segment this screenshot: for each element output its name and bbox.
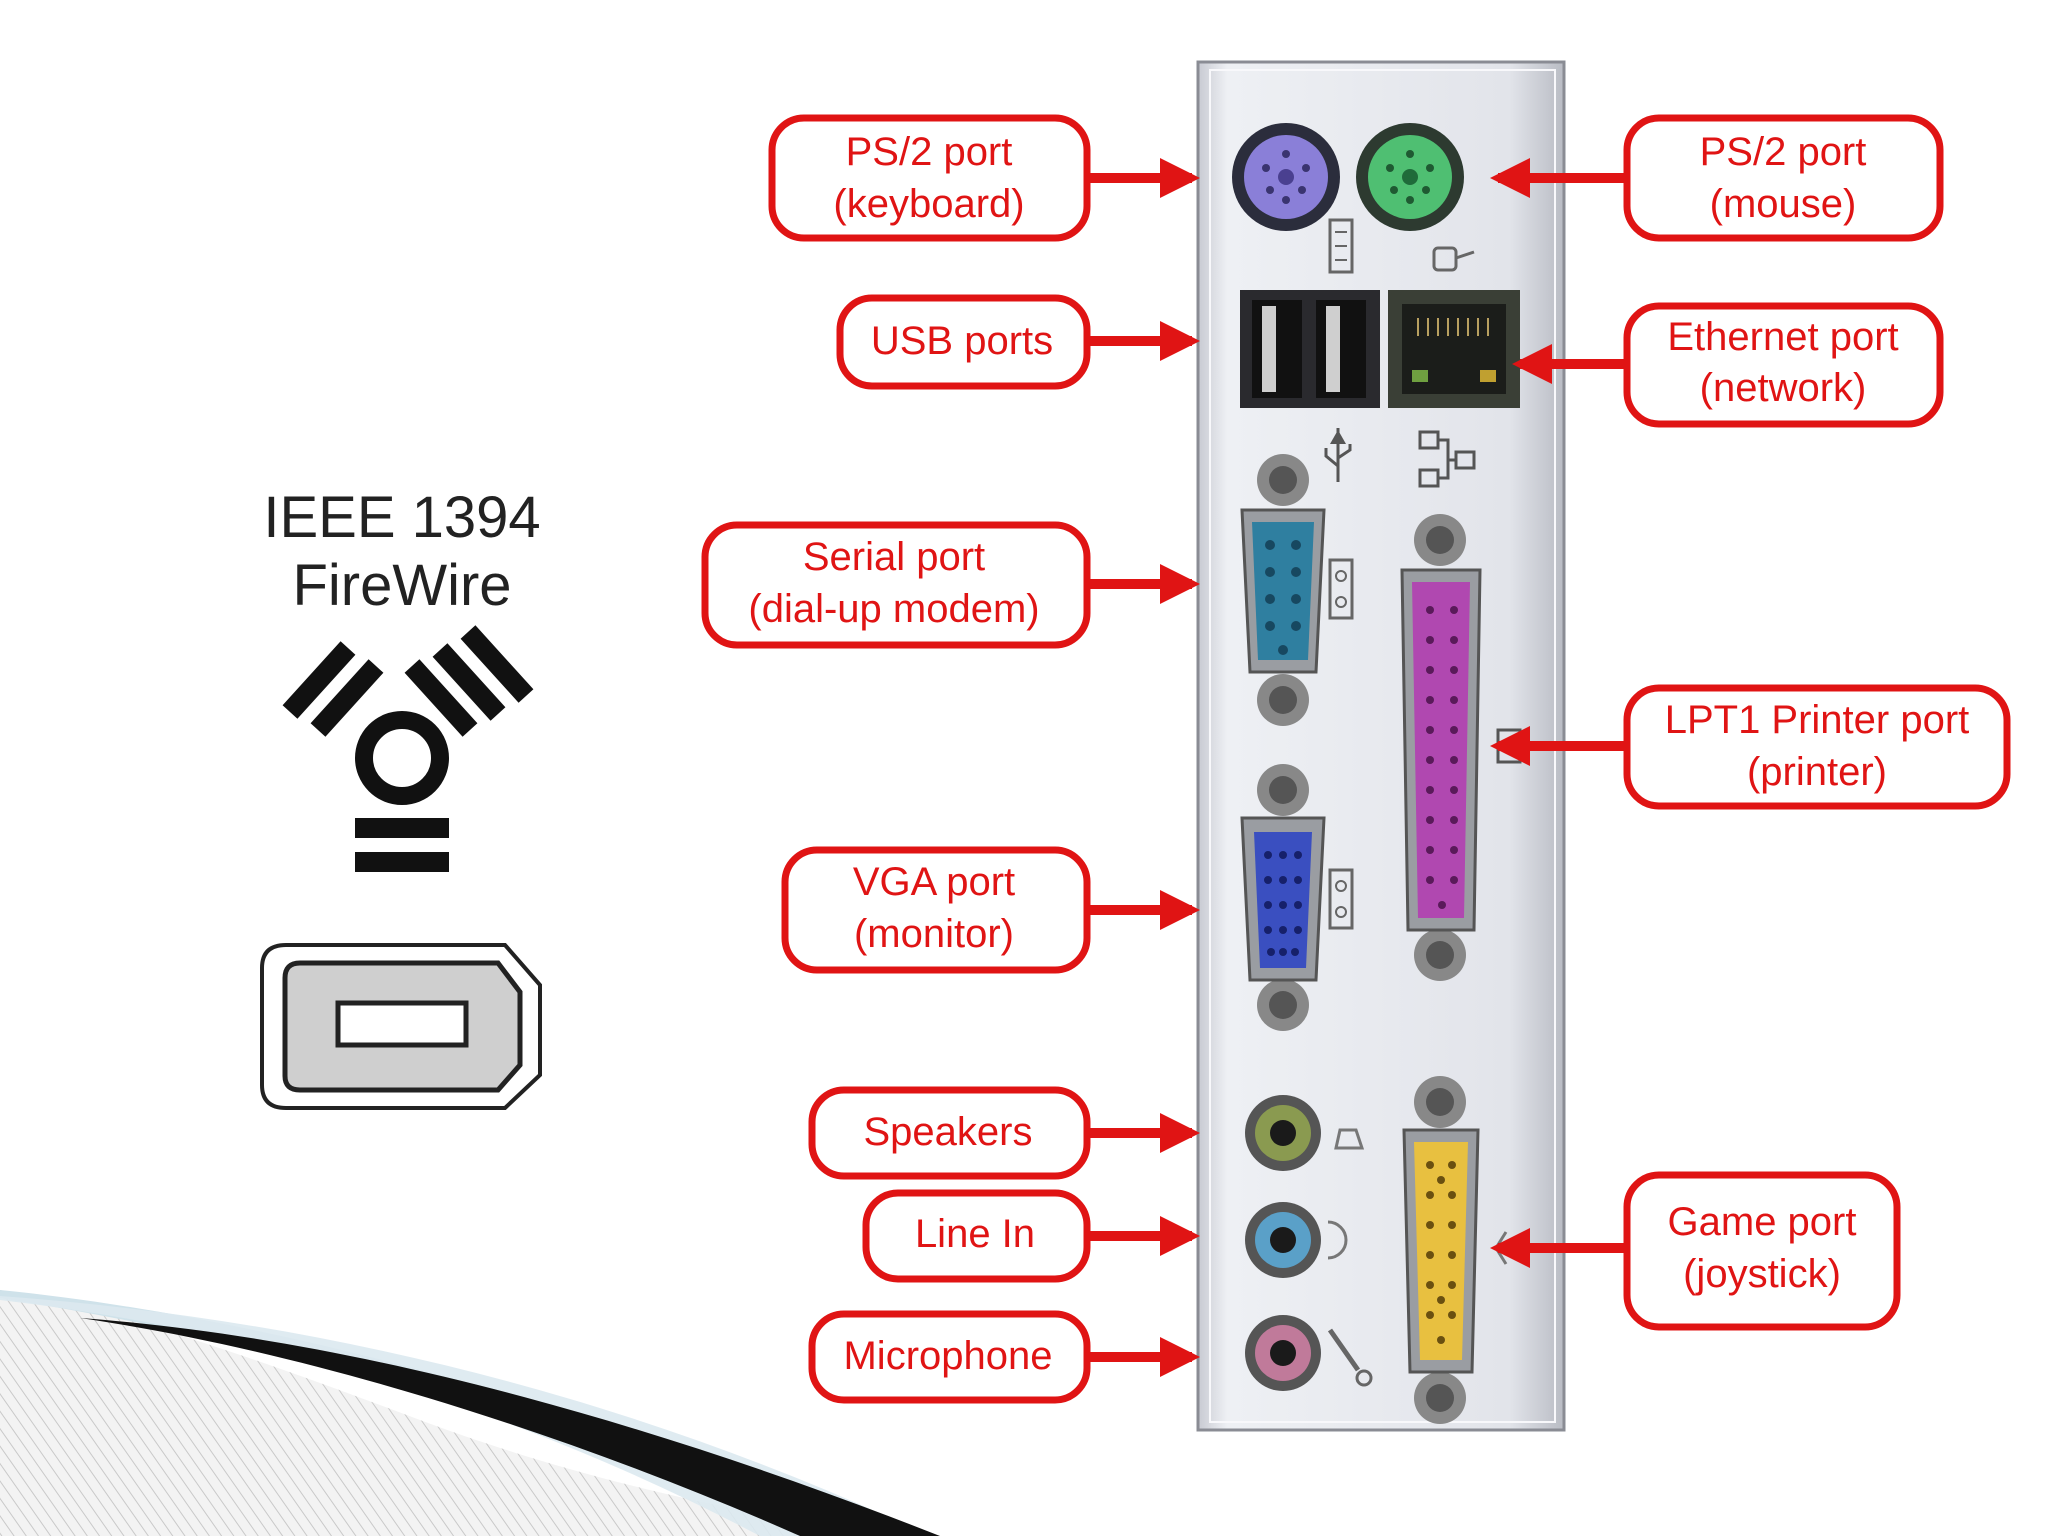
usb-icon	[1324, 428, 1352, 482]
firewire-section: IEEE 1394 FireWire	[260, 485, 542, 1110]
callouts: PS/2 port (keyboard) PS/2 port (mouse) U…	[701, 114, 2011, 1404]
mouse-icon	[1432, 246, 1475, 272]
callout-speakers-line1: Speakers	[864, 1110, 1033, 1154]
callout-ethernet-line1: Ethernet port	[1667, 315, 1898, 359]
callout-game-line1: Game port	[1668, 1200, 1857, 1244]
callout-microphone-line1: Microphone	[843, 1334, 1052, 1378]
callout-line-in: Line In	[862, 1189, 1200, 1283]
firewire-connector-icon	[260, 943, 542, 1110]
ethernet-port	[1388, 290, 1520, 408]
microphone-icon	[1327, 1328, 1373, 1387]
callout-usb-line1: USB ports	[871, 319, 1053, 363]
callout-game-line2: (joystick)	[1683, 1252, 1841, 1296]
speakers-jack	[1245, 1095, 1321, 1171]
line-in-jack	[1245, 1202, 1321, 1278]
callout-vga-line1: VGA port	[853, 860, 1015, 904]
callout-microphone: Microphone	[808, 1310, 1200, 1404]
speaker-icon	[1334, 1128, 1365, 1150]
callout-serial-line1: Serial port	[803, 535, 985, 579]
serial-icon	[1328, 558, 1354, 620]
vga-port	[1240, 764, 1326, 1031]
line-in-icon	[1327, 1220, 1348, 1260]
callout-game: Game port (joystick)	[1490, 1171, 1901, 1331]
callout-ps2-mouse-line1: PS/2 port	[1700, 130, 1867, 174]
firewire-title-line2: FireWire	[292, 553, 511, 618]
callout-ps2-keyboard-line2: (keyboard)	[833, 182, 1024, 226]
firewire-logo-icon	[282, 625, 534, 872]
network-icon	[1418, 430, 1476, 488]
callout-ps2-keyboard-line1: PS/2 port	[846, 130, 1013, 174]
keyboard-icon	[1328, 218, 1354, 274]
monitor-icon	[1328, 868, 1354, 930]
usb-ports	[1240, 290, 1380, 408]
rear-io-panel	[1196, 60, 1566, 1432]
callout-ps2-mouse-line2: (mouse)	[1710, 182, 1857, 226]
serial-port	[1240, 454, 1326, 726]
lpt1-printer-port	[1400, 514, 1482, 981]
callout-serial: Serial port (dial-up modem)	[701, 521, 1200, 649]
ps2-keyboard-port	[1232, 123, 1340, 231]
decorative-swoosh	[0, 1290, 940, 1536]
callout-lpt1: LPT1 Printer port (printer)	[1490, 684, 2011, 810]
callout-serial-line2: (dial-up modem)	[748, 587, 1039, 631]
callout-ps2-mouse: PS/2 port (mouse)	[1490, 114, 1944, 242]
microphone-jack	[1245, 1315, 1321, 1391]
callout-speakers: Speakers	[808, 1086, 1200, 1180]
callout-usb: USB ports	[836, 294, 1200, 390]
game-port	[1402, 1076, 1480, 1424]
callout-ethernet-line2: (network)	[1700, 366, 1867, 410]
callout-vga-line2: (monitor)	[854, 912, 1014, 956]
firewire-title-line1: IEEE 1394	[263, 485, 540, 550]
callout-lpt1-line2: (printer)	[1747, 750, 1887, 794]
callout-ps2-keyboard: PS/2 port (keyboard)	[768, 114, 1200, 242]
callout-vga: VGA port (monitor)	[781, 846, 1200, 974]
ps2-mouse-port	[1356, 123, 1464, 231]
callout-ethernet: Ethernet port (network)	[1512, 302, 1944, 428]
callout-line-in-line1: Line In	[915, 1212, 1035, 1256]
callout-lpt1-line1: LPT1 Printer port	[1665, 698, 1970, 742]
